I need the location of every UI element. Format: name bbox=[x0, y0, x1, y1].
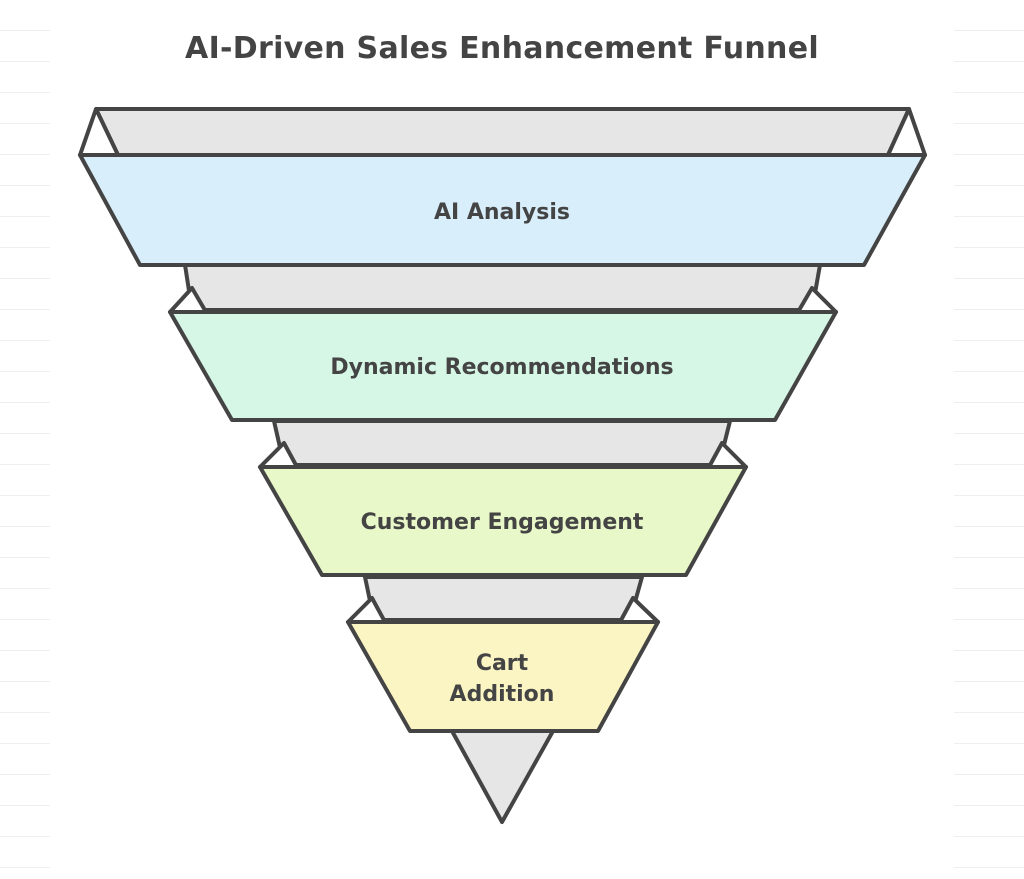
stage-back-face bbox=[183, 263, 822, 312]
stage-label-dynamic-recommendations: Dynamic Recommendations bbox=[330, 355, 673, 380]
stage-back-face bbox=[272, 419, 732, 467]
stage-label-ai-analysis: AI Analysis bbox=[434, 200, 570, 225]
stage-back-face bbox=[94, 107, 911, 157]
stage-label-addition: Addition bbox=[450, 682, 555, 707]
stage-band-dynamic-recommendations bbox=[168, 310, 838, 422]
funnel-tip bbox=[450, 729, 555, 824]
stage-band-customer-engagement bbox=[258, 465, 748, 577]
stage-label-customer-engagement: Customer Engagement bbox=[361, 510, 644, 535]
stage-band-cart-addition bbox=[346, 620, 660, 733]
stage-label-cart: Cart bbox=[476, 651, 529, 676]
funnel-stages bbox=[78, 153, 927, 733]
diagram-title: AI-Driven Sales Enhancement Funnel bbox=[185, 31, 819, 66]
stage-band-ai-analysis bbox=[78, 153, 927, 267]
stage-back-face bbox=[363, 575, 644, 622]
funnel-labels: AI Analysis Dynamic Recommendations Cust… bbox=[330, 200, 673, 707]
